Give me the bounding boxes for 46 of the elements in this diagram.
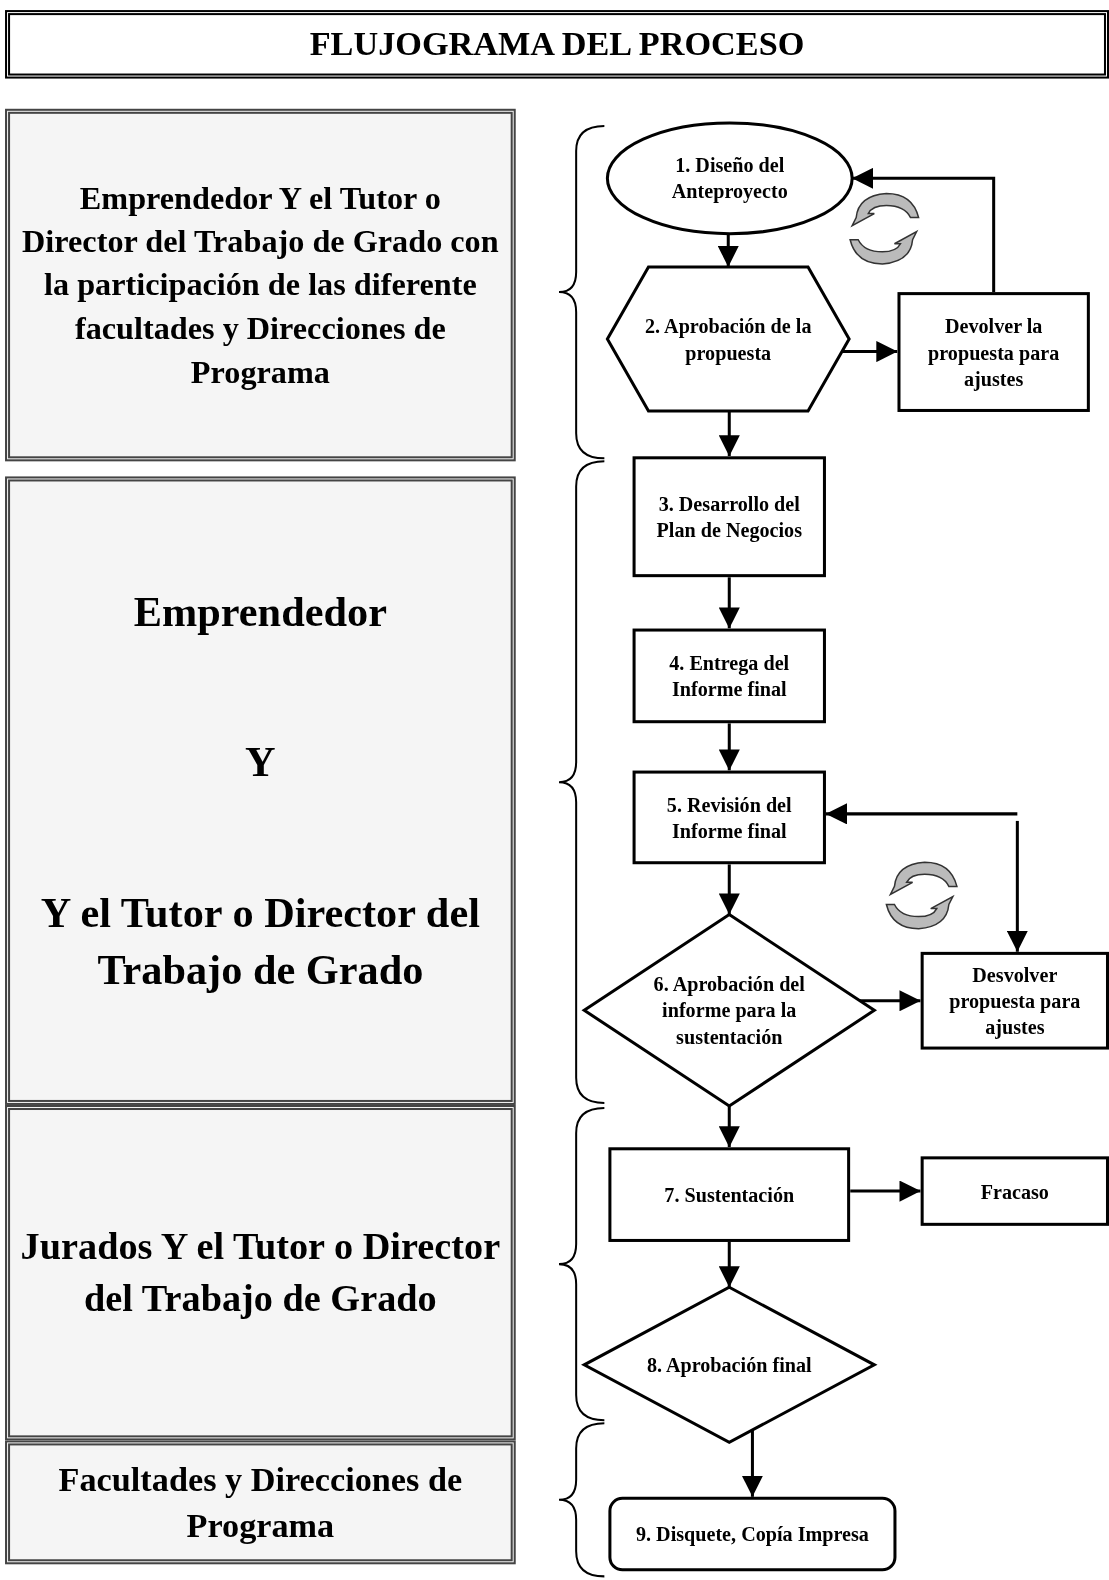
arrow bbox=[718, 577, 740, 629]
decision-diamond bbox=[584, 1287, 875, 1443]
decision-hexagon bbox=[607, 266, 850, 411]
process-box bbox=[897, 292, 1090, 412]
arrow bbox=[850, 1180, 921, 1202]
step-label: 2. Aprobación de la propuesta bbox=[644, 313, 813, 366]
step-label: 3. Desarrollo del Plan de Negocios bbox=[655, 491, 803, 543]
process-box bbox=[632, 456, 826, 578]
role-label: Y el Tutor o Director del Trabajo de Grado bbox=[39, 888, 481, 995]
step-label: 5. Revisión del Informe final bbox=[665, 792, 793, 844]
title-banner: FLUJOGRAMA DEL PROCESO bbox=[5, 10, 1109, 79]
arrow bbox=[1006, 820, 1028, 952]
arrow bbox=[717, 233, 739, 267]
step-label: 8. Aprobación final bbox=[646, 1352, 812, 1378]
step-label: Devolver la propuesta para ajustes bbox=[927, 313, 1061, 392]
end-box bbox=[608, 1496, 897, 1572]
arrow bbox=[718, 410, 740, 457]
step-label: Fracaso bbox=[980, 1179, 1049, 1205]
role-label: Emprendedor Y el Tutor o Director del Trabajo de Grado con la participación de las diferente facultades y Direcciones de Programa bbox=[21, 178, 500, 392]
process-box bbox=[632, 770, 826, 865]
role-label: Y bbox=[245, 737, 276, 787]
role-panel bbox=[5, 108, 516, 462]
arrow bbox=[718, 864, 740, 915]
step-label: 9. Disquete, Copía Impresa bbox=[635, 1522, 869, 1548]
step-label: 1. Diseño del Anteproyecto bbox=[670, 153, 789, 205]
process-box bbox=[632, 628, 826, 724]
arrow bbox=[718, 723, 740, 771]
step-label: 6. Aprobación del informe para la sustentación bbox=[652, 972, 806, 1050]
arrow bbox=[718, 1241, 740, 1288]
process-box bbox=[608, 1147, 851, 1242]
role-label: Emprendedor bbox=[133, 587, 387, 637]
role-panel bbox=[5, 476, 516, 1105]
process-box bbox=[920, 951, 1109, 1050]
arrow bbox=[741, 1430, 763, 1497]
decision-diamond bbox=[584, 914, 875, 1106]
start-ellipse bbox=[607, 122, 853, 234]
arrow bbox=[718, 1106, 740, 1148]
step-label: 4. Entrega del Informe final bbox=[668, 650, 791, 703]
step-label: Desvolver propuesta para ajustes bbox=[948, 962, 1082, 1040]
arrow bbox=[825, 803, 1018, 825]
role-panel bbox=[5, 1440, 516, 1565]
role-label: Facultades y Direcciones de Programa bbox=[57, 1459, 464, 1546]
step-label: 7. Sustentación bbox=[664, 1182, 795, 1208]
process-box bbox=[920, 1156, 1109, 1226]
role-label: Jurados Y el Tutor o Director del Trabajo de Grado bbox=[19, 1224, 502, 1321]
role-panel bbox=[5, 1105, 516, 1441]
